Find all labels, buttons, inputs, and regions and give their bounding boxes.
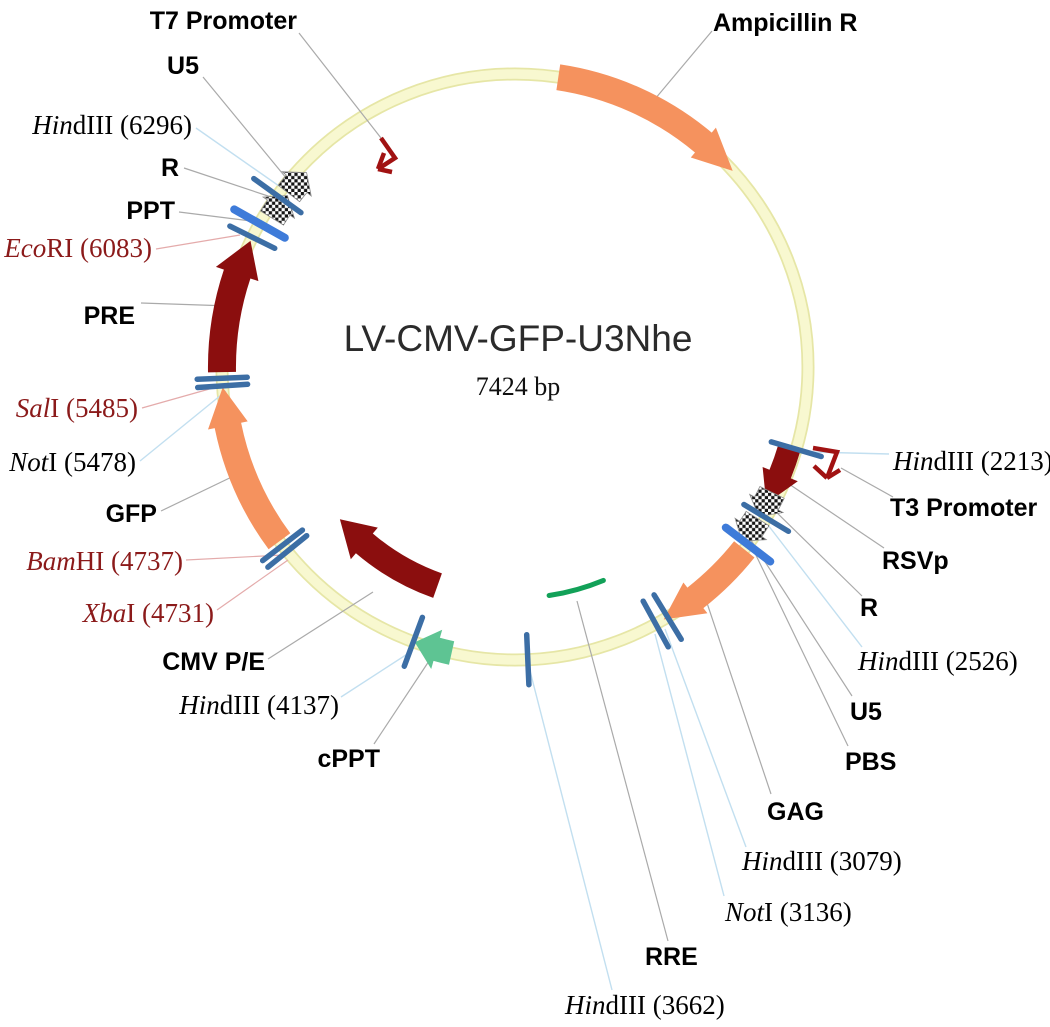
label-cmv-pe: CMV P/E xyxy=(162,648,265,676)
label-sali-5485: SalI (5485) xyxy=(16,393,138,423)
feature-cmv-pe xyxy=(339,519,442,598)
leader-rsvp xyxy=(788,483,885,549)
label-u5-left: U5 xyxy=(167,52,199,80)
feature-u5-left xyxy=(277,171,312,203)
plasmid-size: 7424 bp xyxy=(476,372,561,401)
leader-hindiii-3079 xyxy=(664,628,747,848)
leader-u5-left xyxy=(202,76,288,180)
leader-gfp xyxy=(160,472,241,512)
leader-rre xyxy=(576,600,669,942)
site-hindiii-2213 xyxy=(768,439,824,460)
feature-rre xyxy=(546,577,606,598)
label-ecori-6083: EcoRI (6083) xyxy=(3,233,152,263)
site-sali-5485 xyxy=(194,374,250,382)
site-noti-3136 xyxy=(640,598,671,650)
label-noti-5478: NotI (5478) xyxy=(8,447,136,477)
label-u5-right: U5 xyxy=(850,698,882,726)
leader-r-right xyxy=(769,505,863,597)
leader-hindiii-3662 xyxy=(528,666,613,991)
t3-promoter-arrow-barb-1 xyxy=(812,464,829,480)
t7-promoter-arrow-barb-1 xyxy=(375,152,387,170)
label-ppt: PPT xyxy=(126,197,175,225)
leader-noti-3136 xyxy=(654,633,725,897)
feature-ampicillin-r xyxy=(556,64,733,171)
site-ppt xyxy=(230,205,289,242)
site-hindiii-3662 xyxy=(523,631,532,688)
label-r-right: R xyxy=(860,594,878,622)
t3-promoter-arrow xyxy=(812,445,841,479)
label-ampicillin-r: Ampicillin R xyxy=(713,9,857,37)
label-hindiii-3662: HindIII (3662) xyxy=(564,990,725,1020)
label-xbai-4731: XbaI (4731) xyxy=(82,598,214,628)
feature-gfp xyxy=(208,387,291,550)
site-hindiii-2526 xyxy=(741,501,792,535)
leader-hindiii-4137 xyxy=(340,650,413,698)
feature-u5-right xyxy=(734,510,770,542)
leader-sali-5485 xyxy=(141,385,221,409)
leader-ppt xyxy=(178,211,252,222)
label-pbs: PBS xyxy=(845,748,896,776)
label-t7-promoter: T7 Promoter xyxy=(150,7,298,35)
leader-noti-5478 xyxy=(139,390,227,462)
label-cppt: cPPT xyxy=(317,745,380,773)
label-hindiii-2526: HindIII (2526) xyxy=(857,646,1018,676)
site-bamhi-4737 xyxy=(259,527,306,564)
feature-r-right xyxy=(748,485,785,517)
leader-hindiii-6296 xyxy=(195,127,280,187)
label-r-left: R xyxy=(161,154,179,182)
feature-gag xyxy=(663,541,755,620)
label-hindiii-4137: HindIII (4137) xyxy=(178,690,339,720)
leader-gag xyxy=(702,590,772,795)
label-rsvp: RSVp xyxy=(882,547,949,575)
t7-promoter-arrow xyxy=(376,136,399,171)
t3-promoter-arrow-barb-2 xyxy=(825,468,842,480)
site-noti-5478 xyxy=(194,381,251,391)
leader-xbai-4731 xyxy=(216,559,289,611)
leader-ecori-6083 xyxy=(155,234,241,250)
leader-t3-promoter xyxy=(840,467,894,498)
site-ecori-6083 xyxy=(227,223,278,252)
label-bamhi-4737: BamHI (4737) xyxy=(26,546,183,576)
label-gag: GAG xyxy=(767,798,824,826)
leader-pbs xyxy=(752,548,849,747)
site-hindiii-6296 xyxy=(251,175,304,216)
leader-r-left xyxy=(183,167,272,198)
leader-hindiii-2213 xyxy=(811,451,890,455)
feature-rsvp xyxy=(762,445,801,504)
site-hindiii-3079 xyxy=(651,592,684,643)
label-t3-promoter: T3 Promoter xyxy=(890,494,1038,522)
label-hindiii-3079: HindIII (3079) xyxy=(741,846,902,876)
label-hindiii-6296: HindIII (6296) xyxy=(31,110,192,140)
leader-cppt xyxy=(373,654,434,745)
site-hindiii-4137 xyxy=(401,614,426,669)
label-hindiii-2213: HindIII (2213) xyxy=(892,446,1050,476)
label-rre: RRE xyxy=(645,943,698,971)
leader-ampicillin-r xyxy=(654,30,713,100)
leader-t7-promoter xyxy=(298,32,382,139)
plasmid-title: LV-CMV-GFP-U3Nhe xyxy=(344,318,693,359)
leader-hindiii-2526 xyxy=(767,524,863,648)
site-pbs xyxy=(721,523,775,566)
site-xbai-4731 xyxy=(265,532,310,570)
label-gfp: GFP xyxy=(106,500,157,528)
label-noti-3136: NotI (3136) xyxy=(724,897,852,927)
label-pre: PRE xyxy=(84,302,135,330)
t7-promoter-arrow-barb-2 xyxy=(377,166,393,175)
leader-cmv-pe xyxy=(267,591,374,660)
feature-pre xyxy=(207,240,259,373)
feature-cppt xyxy=(414,629,455,669)
